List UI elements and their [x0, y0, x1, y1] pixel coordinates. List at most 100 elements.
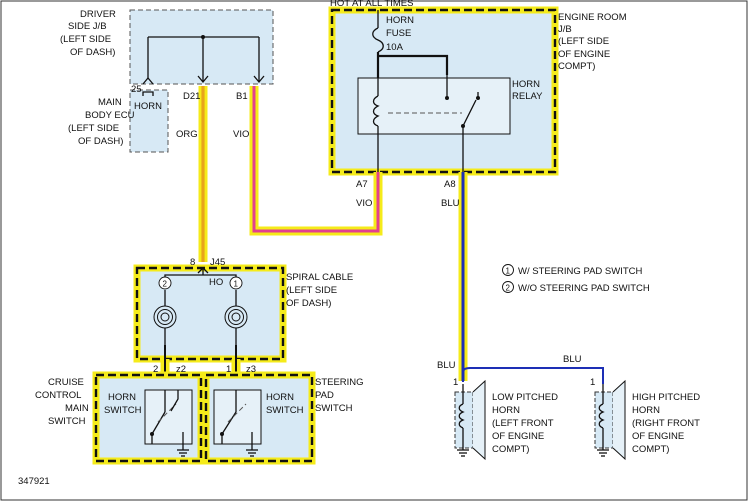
- pin-d21: D21: [183, 91, 200, 102]
- horn-switch-right-label: HORN SWITCH: [266, 392, 304, 416]
- driver-side-jb-box: [130, 10, 273, 84]
- driver-side-jb-label: DRIVER SIDE J/B (LEFT SIDE OF DASH): [60, 9, 116, 58]
- high-pitched-horn-label: HIGH PITCHED HORN (RIGHT FRONT OF ENGINE…: [632, 392, 700, 455]
- cruise-switch-outline: [94, 373, 203, 463]
- svg-text:COMPT): COMPT): [492, 444, 529, 455]
- cruise-switch-label: CRUISE CONTROL MAIN SWITCH: [35, 377, 89, 427]
- svg-text:LOW PITCHED: LOW PITCHED: [492, 392, 558, 403]
- main-body-ecu-box: [130, 90, 168, 152]
- main-body-ecu-label: MAIN BODY ECU (LEFT SIDE OF DASH): [68, 97, 135, 147]
- horn-switch-left-symbol: [144, 389, 193, 457]
- horn-relay-box: [357, 77, 511, 135]
- svg-text:2: 2: [163, 280, 168, 289]
- spiral-coil-right-symbol: [224, 290, 248, 345]
- connector-j45: J45: [210, 257, 225, 268]
- engine-room-jb-outline: [330, 8, 557, 174]
- svg-text:STEERING: STEERING: [315, 377, 364, 388]
- pin-8: 8: [190, 257, 195, 268]
- svg-text:HORN: HORN: [108, 392, 136, 403]
- pin-a7: A7: [356, 179, 368, 190]
- svg-text:SIDE J/B: SIDE J/B: [68, 21, 107, 32]
- svg-text:HORN: HORN: [632, 405, 660, 416]
- wire-org-label: ORG: [176, 129, 198, 140]
- svg-text:RELAY: RELAY: [512, 91, 543, 102]
- svg-text:(LEFT FRONT: (LEFT FRONT: [492, 418, 554, 429]
- steering-switch-label: STEERING PAD SWITCH: [315, 377, 364, 414]
- svg-text:HORN: HORN: [492, 405, 520, 416]
- driver-jb-internal-bus: [147, 35, 265, 84]
- svg-text:SPIRAL CABLE: SPIRAL CABLE: [286, 272, 353, 283]
- svg-text:HORN: HORN: [512, 79, 540, 90]
- horn-fuse-symbol: [372, 10, 384, 53]
- svg-text:SWITCH: SWITCH: [104, 405, 142, 416]
- relay-contact-symbol: [445, 75, 480, 172]
- wire-blu-left-label: BLU: [437, 360, 456, 371]
- engine-room-jb-label: ENGINE ROOM J/B (LEFT SIDE OF ENGINE COM…: [558, 12, 627, 72]
- svg-text:FUSE: FUSE: [386, 28, 411, 39]
- vio-wire: [249, 86, 383, 236]
- svg-text:OF DASH): OF DASH): [70, 47, 115, 58]
- spiral-cable-outline: [135, 266, 285, 361]
- relay-coil-symbol: [372, 78, 380, 172]
- svg-text:SWITCH: SWITCH: [266, 405, 304, 416]
- svg-text:W/ STEERING PAD SWITCH: W/ STEERING PAD SWITCH: [518, 266, 643, 277]
- horn-switch-left-label: HORN SWITCH: [104, 392, 142, 416]
- diagram-id: 347921: [18, 476, 50, 487]
- svg-text:W/O STEERING PAD SWITCH: W/O STEERING PAD SWITCH: [518, 283, 650, 294]
- pin-1: 1: [226, 364, 231, 375]
- main-body-ecu-outline: [129, 89, 169, 153]
- svg-text:HO: HO: [209, 277, 223, 288]
- driver-side-jb-outline: [129, 9, 274, 85]
- pin-a8: A8: [444, 179, 456, 190]
- svg-text:SWITCH: SWITCH: [315, 403, 353, 414]
- svg-text:(LEFT SIDE: (LEFT SIDE: [286, 285, 337, 296]
- steering-switch-outline: [204, 373, 314, 463]
- wire-blu-right-label: BLU: [563, 354, 582, 365]
- pin-b1: B1: [236, 91, 248, 102]
- low-pitched-horn-label: LOW PITCHED HORN (LEFT FRONT OF ENGINE C…: [492, 392, 558, 455]
- spiral-cable-label: SPIRAL CABLE (LEFT SIDE OF DASH): [286, 272, 353, 309]
- svg-text:2: 2: [506, 284, 511, 293]
- svg-text:HORN: HORN: [386, 15, 414, 26]
- pin-low-1: 1: [453, 377, 458, 388]
- horn-fuse-label: HORN FUSE 10A: [386, 15, 414, 53]
- svg-text:COMPT): COMPT): [558, 61, 595, 72]
- pin-2: 2: [153, 364, 158, 375]
- svg-text:CONTROL: CONTROL: [35, 390, 81, 401]
- pin-z2: z2: [176, 364, 186, 375]
- svg-text:1: 1: [506, 267, 511, 276]
- wire-vio-lower-label: VIO: [356, 198, 372, 209]
- svg-text:(LEFT SIDE: (LEFT SIDE: [60, 34, 111, 45]
- svg-text:ENGINE ROOM: ENGINE ROOM: [558, 12, 627, 23]
- svg-text:1: 1: [234, 280, 239, 289]
- svg-text:PAD: PAD: [315, 390, 334, 401]
- ecu-horn-label: HORN: [134, 101, 162, 112]
- svg-text:(LEFT SIDE: (LEFT SIDE: [558, 36, 609, 47]
- svg-text:CRUISE: CRUISE: [48, 377, 84, 388]
- svg-text:MAIN: MAIN: [65, 403, 89, 414]
- pin-25: 25: [131, 84, 142, 95]
- svg-text:OF DASH): OF DASH): [78, 136, 123, 147]
- svg-text:HORN: HORN: [266, 392, 294, 403]
- svg-text:(LEFT SIDE: (LEFT SIDE: [68, 123, 119, 134]
- spiral-mark-1: 1: [229, 276, 243, 290]
- svg-text:(RIGHT FRONT: (RIGHT FRONT: [632, 418, 700, 429]
- pin-z3: z3: [246, 364, 256, 375]
- wire-blu-upper-label: BLU: [441, 198, 460, 209]
- high-pitched-horn-symbol: [594, 379, 626, 461]
- blu-wire: [458, 172, 604, 384]
- svg-text:MAIN: MAIN: [98, 97, 122, 108]
- horn-switch-right-symbol: [213, 389, 262, 457]
- svg-text:COMPT): COMPT): [632, 444, 669, 455]
- spiral-mark-2: 2: [158, 276, 172, 290]
- svg-text:DRIVER: DRIVER: [80, 9, 116, 20]
- svg-text:OF ENGINE: OF ENGINE: [558, 49, 610, 60]
- wire-vio-upper-label: VIO: [233, 129, 249, 140]
- svg-text:10A: 10A: [386, 42, 404, 53]
- hot-at-all-times-label: HOT AT ALL TIMES: [330, 0, 413, 9]
- legend: 1 W/ STEERING PAD SWITCH 2 W/O STEERING …: [502, 264, 650, 294]
- svg-text:HIGH PITCHED: HIGH PITCHED: [632, 392, 700, 403]
- pin-high-1: 1: [590, 377, 595, 388]
